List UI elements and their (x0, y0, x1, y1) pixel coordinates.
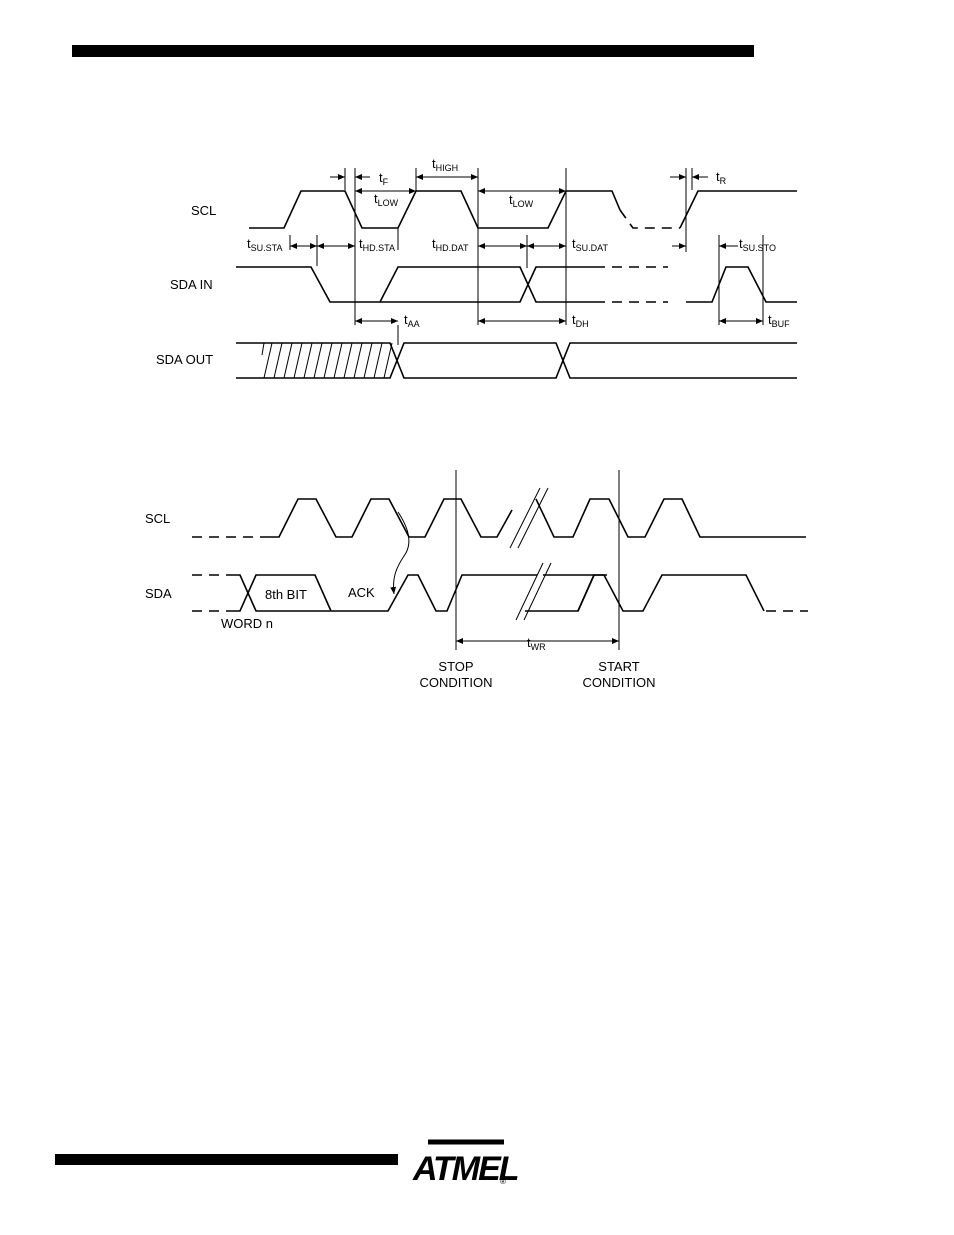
label-t-dh: tDH (572, 312, 589, 329)
sda2-leading-dashes (192, 575, 232, 611)
scl-waveform (249, 191, 620, 228)
sda2-waveform-b (525, 575, 764, 611)
label-word-n: WORD n (221, 616, 273, 631)
label-ack: ACK (348, 585, 375, 600)
footer-bar (55, 1154, 398, 1165)
label-t-hd-sta: tHD.STA (359, 236, 395, 253)
label-t-low-2: tLOW (509, 192, 534, 209)
label-start: START (598, 659, 639, 674)
label-t-su-dat: tSU.DAT (572, 236, 608, 253)
scl-gap-dashes (620, 210, 680, 228)
write-cycle-timing-diagram: SCL SDA 8th BIT ACK WORD n (145, 470, 808, 690)
scl2-waveform-b (536, 499, 806, 537)
scl2-waveform (262, 499, 512, 537)
label-t-su-sta: tSU.STA (247, 236, 282, 253)
sda-in-waveform-end (686, 267, 797, 302)
ack-curved-arrow (393, 512, 408, 594)
label-t-hd-dat: tHD.DAT (432, 236, 469, 253)
signal-label-sda-in: SDA IN (170, 277, 213, 292)
signal-label-sda-2: SDA (145, 586, 172, 601)
signal-label-scl: SCL (191, 203, 216, 218)
scl-waveform-end (680, 191, 797, 228)
label-t-buf: tBUF (768, 312, 790, 329)
label-t-su-sto: tSU.STO (739, 236, 776, 253)
label-t-high: tHIGH (432, 156, 458, 173)
scl2-break-marks (510, 488, 548, 548)
label-start-condition: CONDITION (583, 675, 656, 690)
label-t-r: tR (716, 169, 727, 186)
logo-registered-mark: ® (500, 1177, 506, 1186)
sda-in-gap-dashes (612, 267, 668, 302)
signal-label-scl-2: SCL (145, 511, 170, 526)
label-t-wr: tWR (527, 635, 546, 652)
bus-timing-diagram: SCL SDA IN SDA OUT (156, 156, 797, 378)
timing-reference-lines (290, 168, 763, 345)
label-stop-condition: CONDITION (420, 675, 493, 690)
atmel-logo: ATMEL ® (412, 1142, 518, 1188)
label-t-f: tF (379, 170, 389, 187)
label-stop: STOP (438, 659, 473, 674)
signal-label-sda-out: SDA OUT (156, 352, 213, 367)
sda-out-waveform (236, 343, 797, 378)
sda-in-waveform (236, 267, 605, 302)
sda-out-hatch (262, 343, 392, 378)
label-eighth-bit: 8th BIT (265, 587, 307, 602)
label-t-aa: tAA (404, 312, 420, 329)
label-t-low-1: tLOW (374, 191, 399, 208)
